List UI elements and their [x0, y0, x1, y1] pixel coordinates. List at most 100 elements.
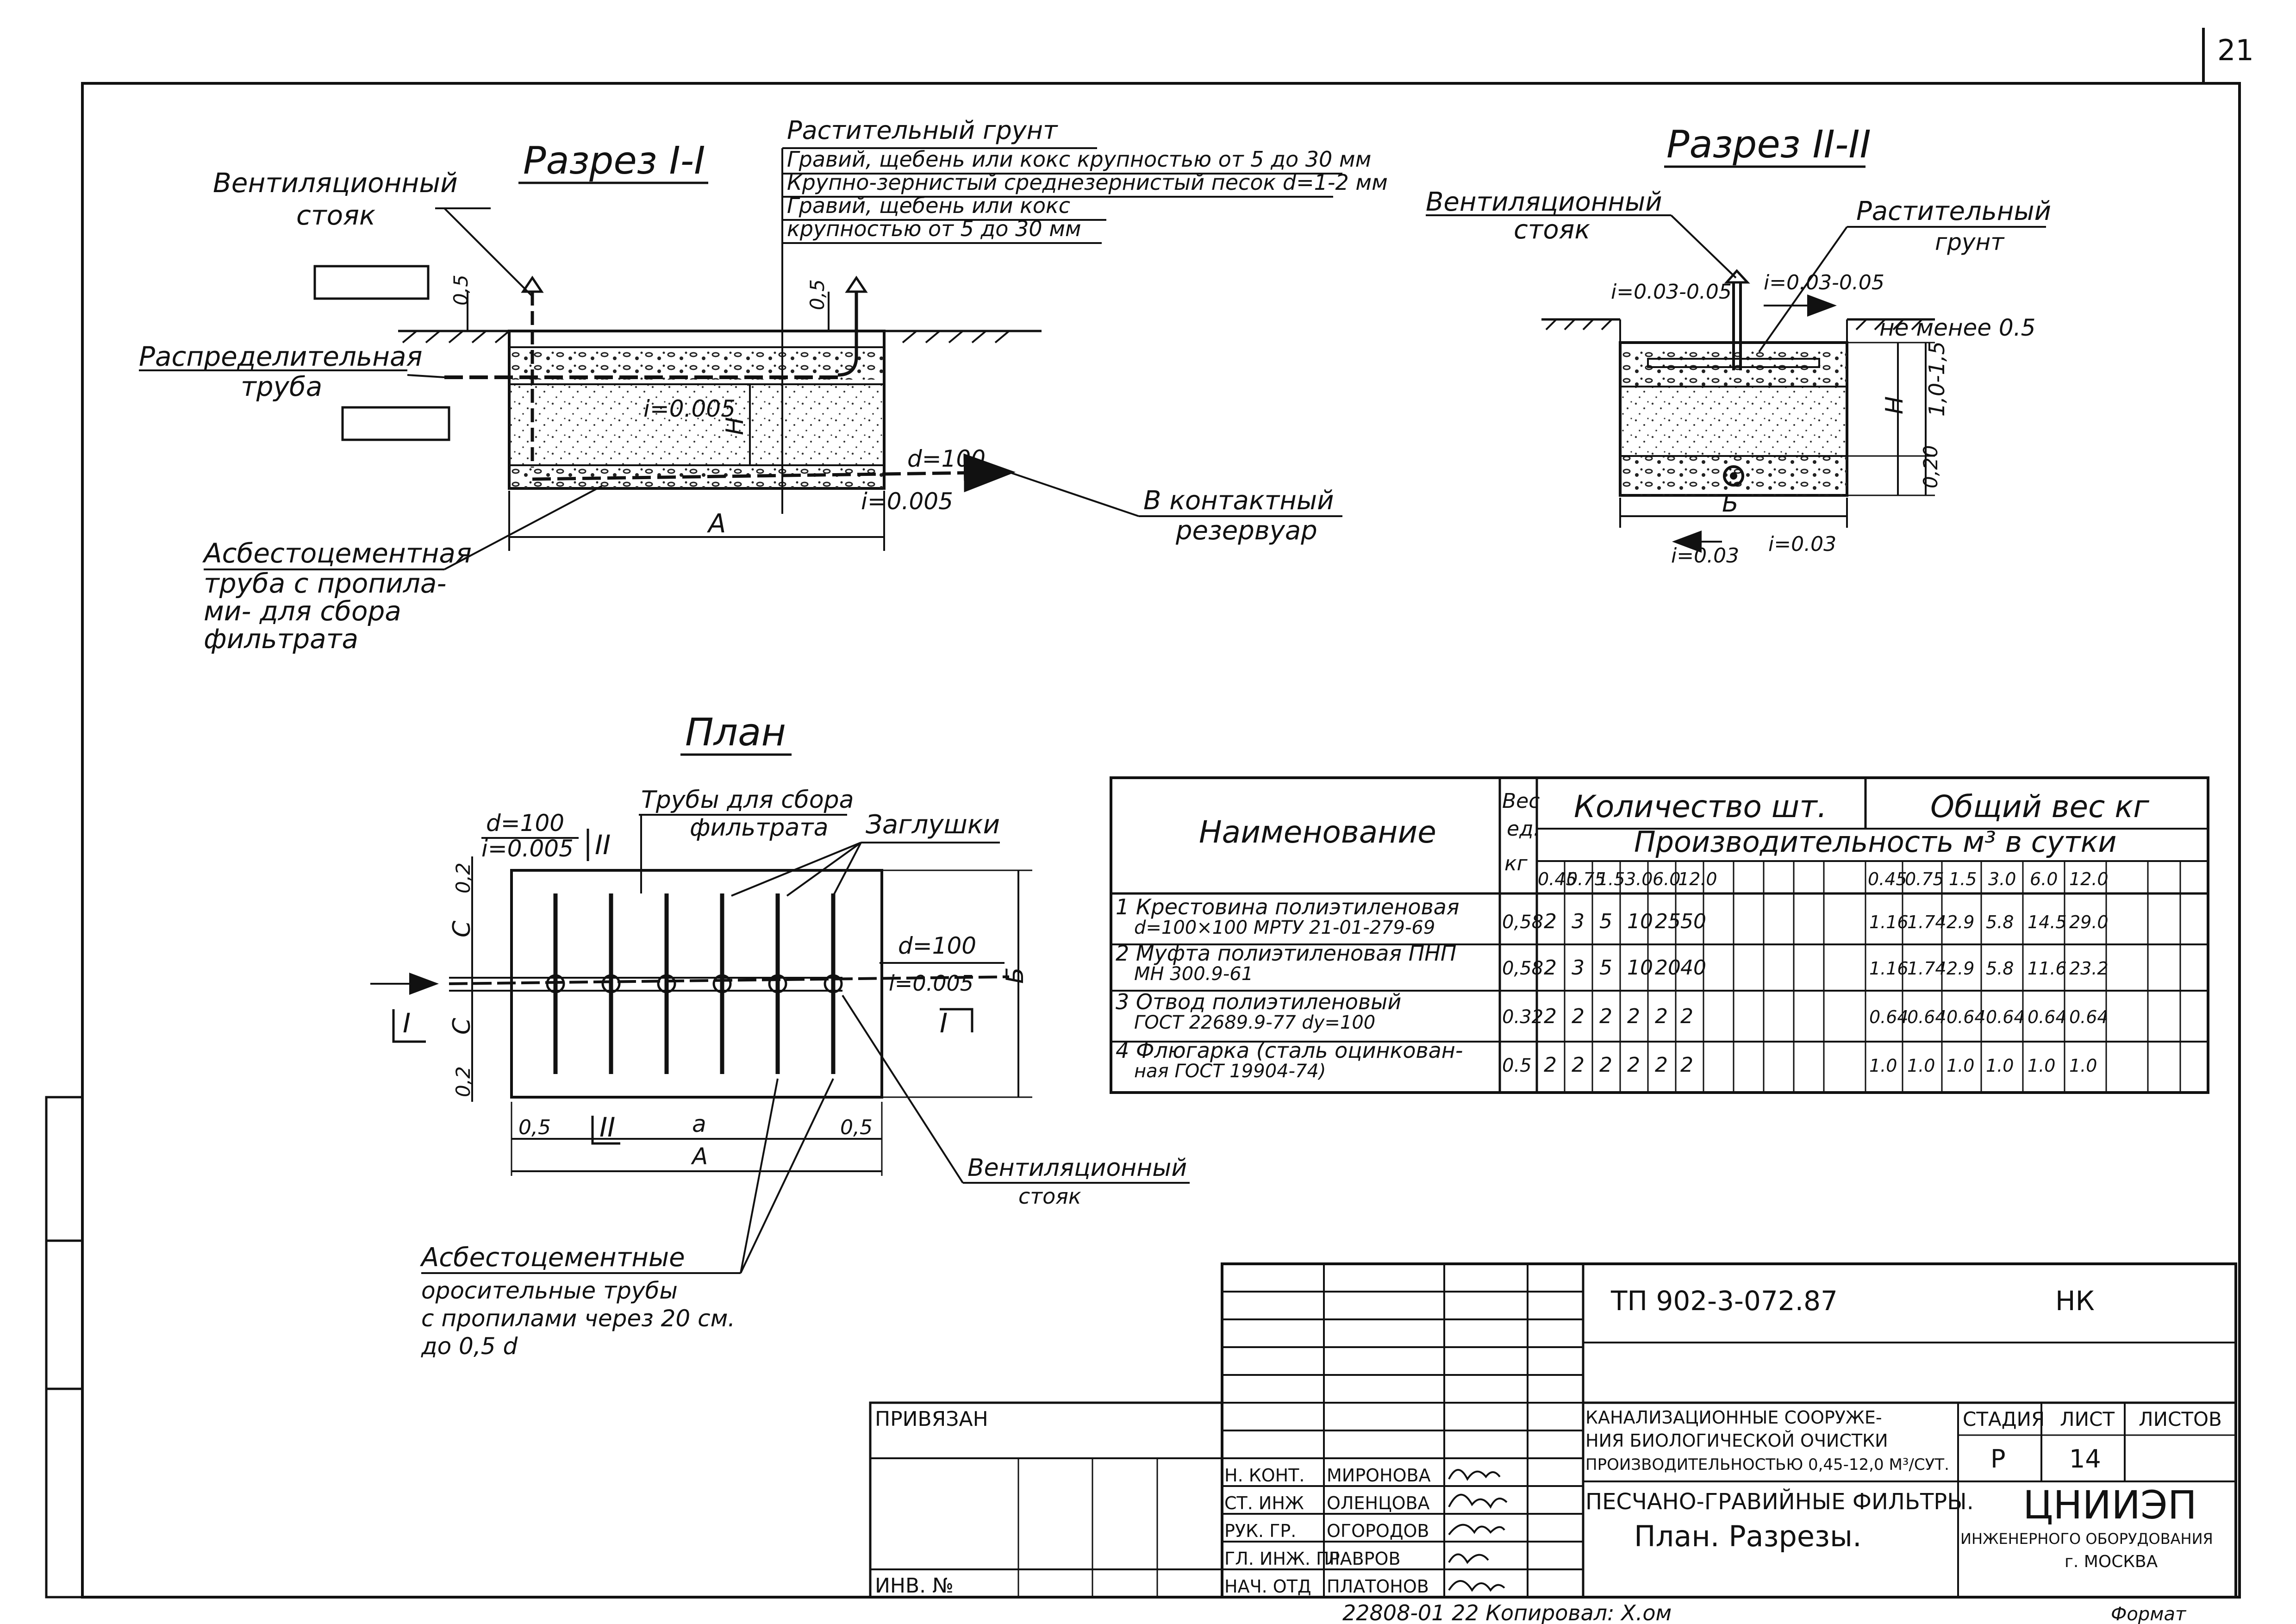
title-section-code: НК: [2055, 1285, 2095, 1317]
plan-dim-05-right: 0,5: [840, 1116, 873, 1139]
section-1-distribution-line-1: Распределительная: [139, 341, 422, 372]
title-org-2: ИНЖЕНЕРНОГО ОБОРУДОВАНИЯ: [1960, 1530, 2213, 1548]
table-cell: 5.8: [1986, 912, 2014, 932]
table-cell: 11.6: [2028, 958, 2067, 979]
ground-hatch-left: [402, 330, 1010, 344]
signer-name: МИРОНОВА: [1327, 1465, 1431, 1486]
title-linked: ПРИВЯЗАН: [875, 1407, 988, 1431]
capacity-cell: 6.0: [2030, 869, 2058, 889]
table-row-unit-weight: 0.32: [1502, 1006, 1543, 1028]
table-header-name: Наименование: [1199, 814, 1436, 850]
table-cell: 40: [1680, 956, 1706, 980]
title-drawing-2: План. Разрезы.: [1634, 1519, 1862, 1553]
plan-mark-ii-bottom: II: [599, 1112, 615, 1143]
sheet-frame: [45, 28, 2241, 1599]
section-1-asbestos-line-2: труба с пропила-: [204, 568, 446, 599]
plan-riser-line-2: стояк: [1018, 1184, 1081, 1209]
title-inv-no: ИНВ. №: [875, 1574, 954, 1598]
role-label: Н. КОНТ.: [1224, 1465, 1305, 1486]
plan-sprinkler-2: оросительные трубы: [421, 1277, 678, 1304]
section-2-dim-10-15: 1,0-1,5: [1924, 341, 1949, 417]
table-cell: 2.9: [1947, 958, 1974, 979]
plan-dim-02-top: 0,2: [452, 862, 474, 893]
table-row-unit-weight: 0.5: [1502, 1055, 1532, 1076]
capacity-cell: 0.45: [1868, 869, 1907, 889]
table-cell: 20: [1655, 956, 1681, 980]
title-org-1: ЦНИИЭП: [2023, 1482, 2197, 1528]
table-cell: 1.0: [1907, 1056, 1935, 1076]
table-cell: 2: [1680, 1053, 1693, 1077]
section-2-dim-h: H: [1881, 396, 1909, 414]
signer-name: ПЛАТОНОВ: [1327, 1576, 1429, 1597]
section-2-min-depth: не менее 0.5: [1879, 314, 2035, 341]
section-2-riser-line-2: стояк: [1514, 215, 1590, 245]
section-2-title: Разрез II-II: [1666, 123, 1871, 167]
title-stage-label: СТАДИЯ: [1963, 1408, 2045, 1430]
plan-collect-pipes-1: Трубы для сбора: [641, 786, 854, 814]
plan-i-left: i=0.005: [481, 835, 574, 862]
title-doc-code: ТП 902-3-072.87: [1610, 1285, 1838, 1317]
table-row-name: МН 300.9-61: [1134, 963, 1253, 985]
role-label: РУК. ГР.: [1224, 1521, 1296, 1541]
plan-mark-i-left: I: [403, 1007, 411, 1039]
capacity-cell: 1.5: [1949, 869, 1977, 889]
table-row-name: 4 Флюгарка (сталь оцинкован-: [1116, 1038, 1463, 1063]
plan-d-right: d=100: [898, 932, 976, 959]
plan-laterals: [553, 893, 836, 1074]
plan-mark-ii-top: II: [595, 829, 611, 861]
spec-table: Наименование Вес ед. кг Количество шт. О…: [1110, 776, 2209, 1094]
table-cell: 5.8: [1986, 958, 2014, 979]
table-header-unit-2: ед.: [1507, 817, 1540, 841]
table-cell: 1.74: [1907, 912, 1947, 932]
table-cell: 0.64: [1986, 1007, 2025, 1027]
capacity-cell: 3.0: [1988, 869, 2016, 889]
section-2-riser-line-1: Вентиляционный: [1426, 187, 1662, 217]
plan-riser-line-1: Вентиляционный: [967, 1154, 1187, 1182]
section-1-slope-inner: i=0.005: [643, 395, 736, 422]
table-cell: 2: [1572, 1005, 1585, 1028]
table-header-total-weight: Общий вес кг: [1930, 789, 2149, 824]
section-1-layer-1: Гравий, щебень или кокс крупностью от 5 …: [787, 147, 1371, 172]
table-cell: 3: [1572, 956, 1585, 980]
plan-dim-a-big: A: [691, 1143, 708, 1170]
title-project-3: ПРОИЗВОДИТЕЛЬНОСТЬЮ 0,45-12,0 М³/СУТ.: [1585, 1455, 1949, 1474]
table-header-unit-1: Вес: [1502, 789, 1540, 813]
table-cell: 5: [1599, 956, 1612, 980]
title-sheet: 14: [2069, 1444, 2101, 1474]
section-1-dim-d: d=100: [907, 445, 986, 472]
section-1-dim-05-right: 0,5: [806, 279, 829, 310]
section-2-dim-b: Б: [1722, 490, 1739, 518]
table-cell: 2: [1655, 1005, 1668, 1028]
table-cell: 5: [1599, 910, 1612, 933]
section-1-dim-a: A: [707, 509, 726, 539]
title-drawing-1: ПЕСЧАНО-ГРАВИЙНЫЕ ФИЛЬТРЫ.: [1585, 1488, 1974, 1515]
title-project-2: НИЯ БИОЛОГИЧЕСКОЙ ОЧИСТКИ: [1585, 1430, 1888, 1451]
section-1-slope-outlet: i=0.005: [861, 488, 953, 515]
table-cell: 2: [1680, 1005, 1693, 1028]
section-1-riser-line-1: Вентиляционный: [213, 167, 458, 199]
section-1-asbestos-line-3: ми- для сбора: [204, 595, 401, 627]
section-1-dim-05-left: 0,5: [449, 275, 472, 306]
section-2-dim-020: 0,20: [1919, 445, 1942, 488]
table-row-name: ГОСТ 22689.9-77 dy=100: [1134, 1012, 1375, 1033]
table-cell: 2.9: [1947, 912, 1974, 932]
table-cell: 2: [1544, 956, 1557, 980]
plan-dim-a-small: a: [692, 1111, 706, 1137]
table-cell: 1.0: [1869, 1056, 1897, 1076]
table-cell: 2: [1627, 1053, 1640, 1077]
table-cell: 1.16: [1869, 958, 1909, 979]
table-cell: 1.0: [1947, 1056, 1974, 1076]
plan-d-left: d=100: [486, 810, 564, 837]
section-1-layer-4: крупностью от 5 до 30 мм: [787, 216, 1081, 241]
section-2-slope-bottom-right: i=0.03: [1768, 532, 1836, 556]
table-cell: 10: [1627, 910, 1653, 933]
plan-sprinkler-4: до 0,5 d: [421, 1333, 518, 1360]
signer-name: ЛАВРОВ: [1327, 1549, 1401, 1569]
table-cell: 1.0: [2069, 1056, 2097, 1076]
section-1-reservoir-line-2: резервуар: [1175, 516, 1317, 546]
table-cell: 2: [1599, 1053, 1612, 1077]
table-header-quantity: Количество шт.: [1574, 789, 1827, 824]
signer-name: ОГОРОДОВ: [1327, 1521, 1429, 1541]
